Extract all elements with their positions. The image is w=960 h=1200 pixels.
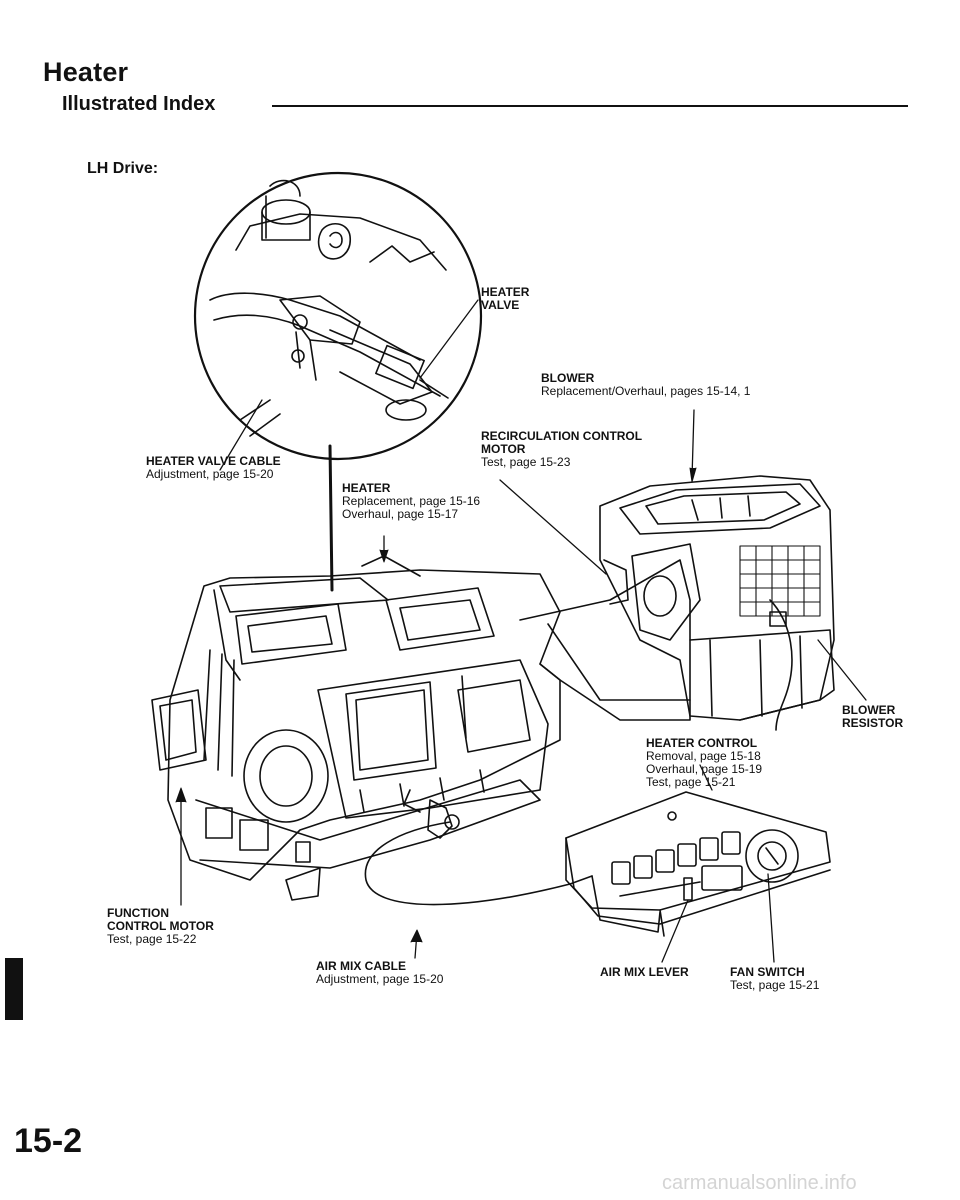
callout-heater-valve-cable-name: HEATER VALVE CABLE: [146, 454, 281, 468]
callout-heater: HEATER Replacement, page 15-16 Overhaul,…: [342, 482, 480, 521]
air-mix-cable: [364, 821, 593, 906]
callout-blower: BLOWER Replacement/Overhaul, pages 15-14…: [541, 372, 750, 398]
callout-function-motor-detail: Test, page 15-22: [107, 932, 197, 946]
callout-air-mix-cable-detail: Adjustment, page 15-20: [316, 972, 444, 986]
callout-function-motor: FUNCTION CONTROL MOTOR Test, page 15-22: [107, 907, 214, 946]
page-title: Heater: [43, 57, 129, 87]
callout-fan-switch-detail: Test, page 15-21: [730, 978, 820, 992]
title-rule: [272, 105, 908, 107]
callout-blower-resistor: BLOWER RESISTOR: [842, 704, 903, 730]
callout-function-motor-name: FUNCTION CONTROL MOTOR: [107, 906, 214, 933]
callout-air-mix-lever: AIR MIX LEVER: [600, 966, 689, 979]
heater-valve-detail-circle: [193, 171, 483, 461]
callout-recirculation-motor-name: RECIRCULATION CONTROL MOTOR: [481, 429, 643, 456]
footer-watermark: carmanualsonline.info: [662, 1172, 857, 1194]
section-tab-marker: [5, 958, 23, 1020]
callout-blower-detail: Replacement/Overhaul, pages 15-14, 1: [541, 384, 751, 398]
callout-heater-valve-cable-detail: Adjustment, page 15-20: [146, 467, 274, 481]
callout-heater-name: HEATER: [342, 481, 391, 495]
page-subtitle: Illustrated Index: [62, 93, 216, 115]
blower-unit: [599, 475, 835, 731]
callout-heater-valve: HEATER VALVE: [481, 286, 529, 312]
page-number: 15-2: [14, 1122, 83, 1160]
callout-heater-control-name: HEATER CONTROL: [646, 736, 758, 750]
callout-recirculation-motor: RECIRCULATION CONTROL MOTOR Test, page 1…: [481, 430, 642, 469]
heater-control-panel: [565, 791, 831, 937]
callout-blower-name: BLOWER: [541, 371, 595, 385]
callout-fan-switch: FAN SWITCH Test, page 15-21: [730, 966, 819, 992]
callout-air-mix-cable-name: AIR MIX CABLE: [316, 959, 406, 973]
callout-heater-valve-name: HEATER VALVE: [481, 285, 530, 312]
heater-unit: [151, 555, 561, 901]
callout-fan-switch-name: FAN SWITCH: [730, 965, 805, 979]
callout-heater-control-detail: Removal, page 15-18 Overhaul, page 15-19…: [646, 749, 763, 789]
callout-heater-valve-cable: HEATER VALVE CABLE Adjustment, page 15-2…: [146, 455, 281, 481]
callout-heater-control: HEATER CONTROL Removal, page 15-18 Overh…: [646, 737, 762, 789]
callout-air-mix-lever-name: AIR MIX LEVER: [600, 965, 689, 979]
connecting-duct: [519, 559, 691, 721]
callout-air-mix-cable: AIR MIX CABLE Adjustment, page 15-20: [316, 960, 443, 986]
callout-blower-resistor-name: BLOWER RESISTOR: [842, 703, 904, 730]
callout-recirculation-motor-detail: Test, page 15-23: [481, 455, 571, 469]
callout-heater-detail: Replacement, page 15-16 Overhaul, page 1…: [342, 494, 481, 521]
section-heading: LH Drive:: [87, 160, 159, 177]
